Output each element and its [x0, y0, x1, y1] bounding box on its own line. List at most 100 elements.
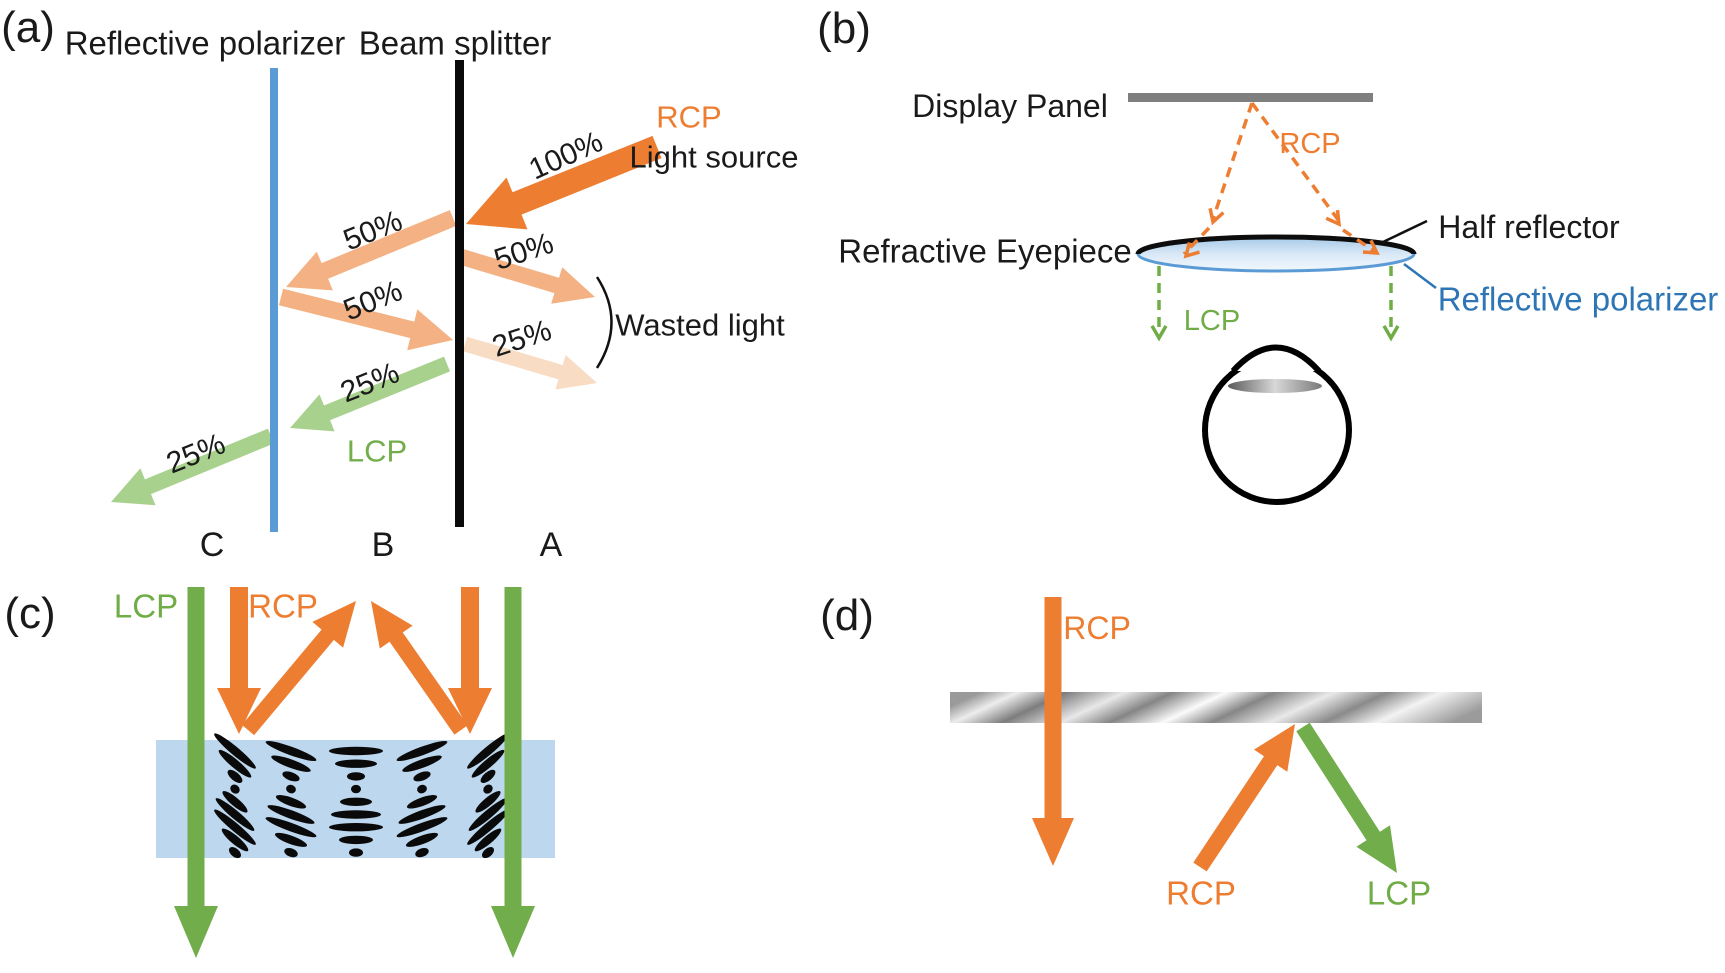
wasted-light-brace [595, 276, 613, 369]
position-label-a: A [539, 526, 563, 565]
lc-molecule [406, 795, 438, 809]
rcp-ray-left [1211, 102, 1254, 220]
lc-molecule [227, 769, 243, 784]
rcp-top-label-panel-d: RCP [1063, 610, 1131, 647]
lc-molecule [480, 769, 496, 784]
display-panel-bar [1128, 93, 1373, 102]
arrow-lcp-through-right [491, 587, 535, 958]
light-beam-arrows [111, 135, 1397, 958]
lc-molecule [215, 798, 255, 831]
arrow-rcp-down-left [217, 587, 261, 734]
lc-molecule [474, 828, 502, 852]
ray-arrowheads [1150, 207, 1400, 342]
lc-molecule [396, 740, 448, 762]
lcp-label-panel-d: LCP [1366, 874, 1432, 912]
arrow-100pct-incident [466, 135, 662, 230]
lc-molecule [274, 832, 308, 847]
lc-molecule [471, 749, 505, 778]
lc-molecule [483, 784, 493, 794]
lc-molecule [230, 784, 240, 794]
reflective-polarizer-label: Reflective polarizer [64, 24, 346, 62]
lc-molecule [467, 809, 509, 845]
beam-splitter-label: Beam splitter [358, 24, 552, 62]
wasted-light-label: Wasted light [615, 307, 785, 343]
lc-molecule [282, 771, 300, 782]
lc-molecule [349, 848, 363, 857]
lcp-label-panel-b: LCP [1183, 304, 1241, 337]
arrow-lcp-through-left [174, 587, 218, 958]
lc-molecule [405, 832, 439, 847]
rcp-ray-right [1250, 101, 1341, 223]
lc-molecule [481, 847, 495, 859]
lc-molecule [402, 755, 442, 772]
refractive-eyepiece-lens [1135, 234, 1417, 273]
arrow-50pct-wasted [459, 249, 595, 304]
ray-arrowhead [1362, 239, 1380, 255]
ray-arrowhead [1382, 325, 1400, 342]
rcp-label-panel-c: RCP [248, 587, 318, 625]
panel-a-tag: (a) [1, 2, 55, 52]
lc-molecule [467, 733, 509, 769]
lc-molecule [284, 847, 298, 858]
lc-molecule [214, 809, 256, 845]
half-mirror-bar [950, 692, 1482, 723]
panel-d-tag: (d) [820, 590, 874, 640]
ray-arrowhead [1183, 241, 1200, 259]
eye-lens [1228, 379, 1322, 393]
arrow-25pct-lcp-out [111, 428, 275, 506]
lc-molecule [475, 791, 501, 813]
lc-molecule [221, 828, 249, 852]
lc-molecule [398, 805, 446, 824]
half-reflector-label: Half reflector [1438, 209, 1620, 246]
lc-molecule [413, 771, 431, 782]
lc-molecule [417, 784, 427, 794]
ray-arrowhead [1325, 209, 1342, 227]
lc-molecule [415, 847, 429, 858]
rcp-label-panel-b: RCP [1279, 127, 1341, 160]
position-label-b: B [371, 526, 395, 565]
arrow-rcp-incident-mirror [1193, 724, 1295, 872]
lc-molecule [271, 755, 311, 772]
ray-arrowhead [1150, 325, 1168, 342]
lc-molecule [340, 797, 372, 806]
panel-c-tag: (c) [4, 588, 56, 638]
lc-molecule [265, 740, 317, 762]
rcp-bottom-label-panel-d: RCP [1166, 874, 1236, 912]
eye-diagram [1202, 344, 1352, 505]
light-source-label: Light source [629, 139, 799, 175]
half-reflector-pointer-line [1382, 219, 1428, 244]
lcp-label-panel-c: LCP [113, 587, 179, 625]
lc-molecule [228, 847, 242, 859]
ray-arrowhead [1208, 207, 1225, 226]
rcp-ray-left-inner [1182, 226, 1211, 256]
lc-molecule [222, 791, 248, 813]
reflective-polarizer-label-panel-b: Reflective polarizer [1437, 280, 1719, 318]
arrow-rcp-reflected-left [241, 601, 356, 736]
lc-molecule [331, 810, 381, 819]
lc-molecule [218, 749, 252, 778]
position-label-c: C [199, 526, 225, 565]
panel-b-tag: (b) [817, 3, 871, 53]
arrow-lcp-reflected-mirror [1296, 722, 1397, 873]
lc-molecule [275, 795, 307, 809]
liquid-crystal-molecules [214, 733, 509, 859]
lc-molecule [347, 772, 365, 781]
lc-molecule [396, 817, 448, 838]
lc-molecule [339, 835, 373, 845]
arrow-50pct-to-polarizer [286, 210, 457, 291]
lc-molecule [265, 817, 317, 838]
lcp-label-panel-a: LCP [346, 433, 408, 469]
rcp-ray-right-inner [1342, 228, 1375, 253]
rcp-label-panel-a: RCP [656, 99, 722, 135]
lc-molecule [267, 805, 315, 824]
arrow-rcp-reflected-right [371, 601, 468, 735]
arrow-rcp-transmitted [1032, 597, 1074, 866]
lc-molecule [286, 784, 296, 794]
lc-molecule [329, 746, 383, 756]
display-panel-label: Display Panel [912, 88, 1108, 125]
arrow-25pct-wasted [462, 336, 597, 390]
lc-molecule [335, 759, 377, 768]
arrow-rcp-down-right [448, 587, 492, 734]
